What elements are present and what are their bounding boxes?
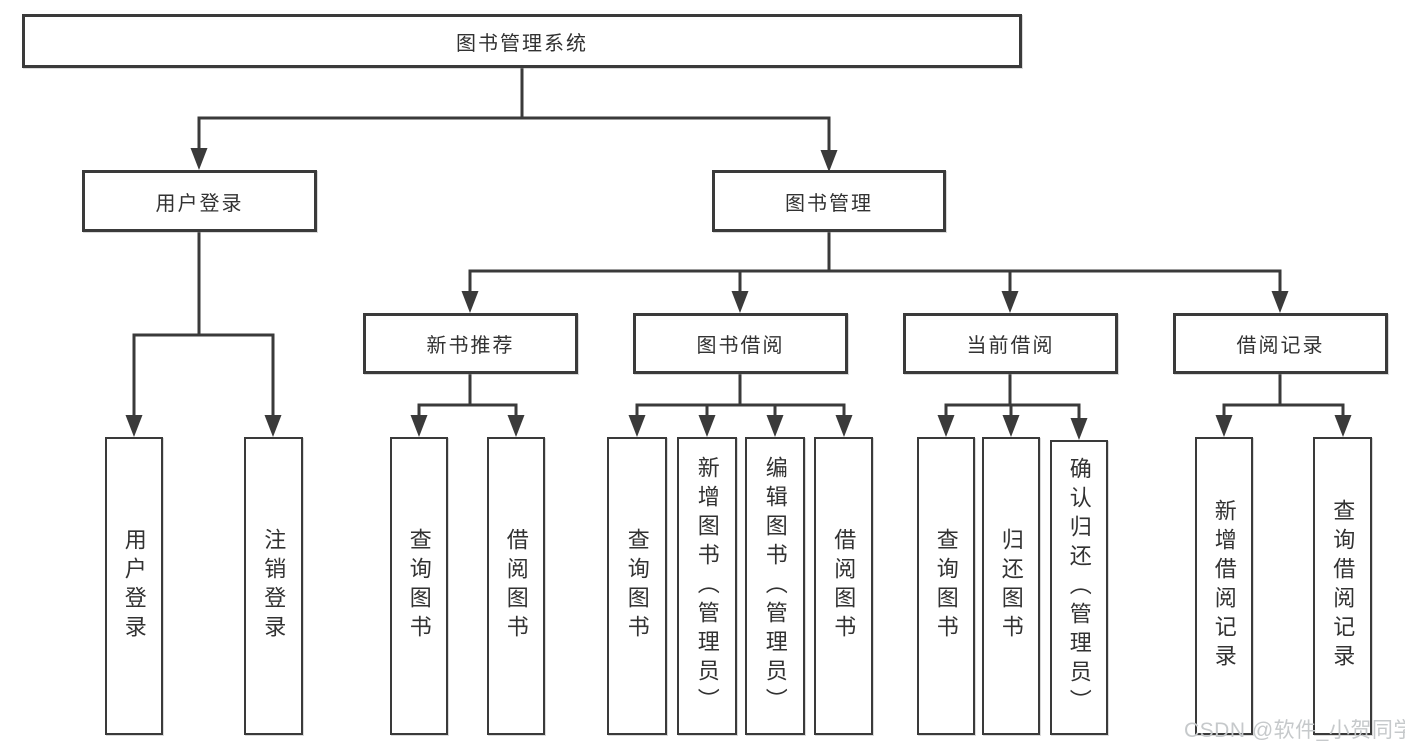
csdn-watermark: CSDN @软件_小贺同学 xyxy=(1184,719,1405,742)
node-new-book-recommend: 新书推荐 xyxy=(363,313,578,374)
arrowheads xyxy=(125,148,1352,440)
leaf-return-books: 归还图书 xyxy=(982,437,1040,735)
leaf-user-login: 用户登录 xyxy=(105,437,163,735)
node-current-borrow: 当前借阅 xyxy=(903,313,1118,374)
leaf-logout: 注销登录 xyxy=(244,437,303,735)
node-user-login: 用户登录 xyxy=(82,170,317,232)
leaf-confirm-return-admin: 确认归还（管理员） xyxy=(1050,440,1108,735)
leaf-query-borrow-record: 查询借阅记录 xyxy=(1313,437,1372,735)
leaf-edit-books-admin: 编辑图书（管理员） xyxy=(745,437,805,735)
node-book-borrow: 图书借阅 xyxy=(633,313,848,374)
leaf-add-books-admin: 新增图书（管理员） xyxy=(677,437,737,735)
node-borrow-records: 借阅记录 xyxy=(1173,313,1388,374)
node-book-management: 图书管理 xyxy=(712,170,946,232)
leaf-borrow-books-recommend: 借阅图书 xyxy=(487,437,545,735)
node-root-system: 图书管理系统 xyxy=(22,14,1022,68)
leaf-query-books-current: 查询图书 xyxy=(917,437,975,735)
leaf-query-books-recommend: 查询图书 xyxy=(390,437,448,735)
leaf-query-books-borrow: 查询图书 xyxy=(607,437,667,735)
leaf-borrow-books: 借阅图书 xyxy=(814,437,873,735)
leaf-add-borrow-record: 新增借阅记录 xyxy=(1195,437,1253,735)
